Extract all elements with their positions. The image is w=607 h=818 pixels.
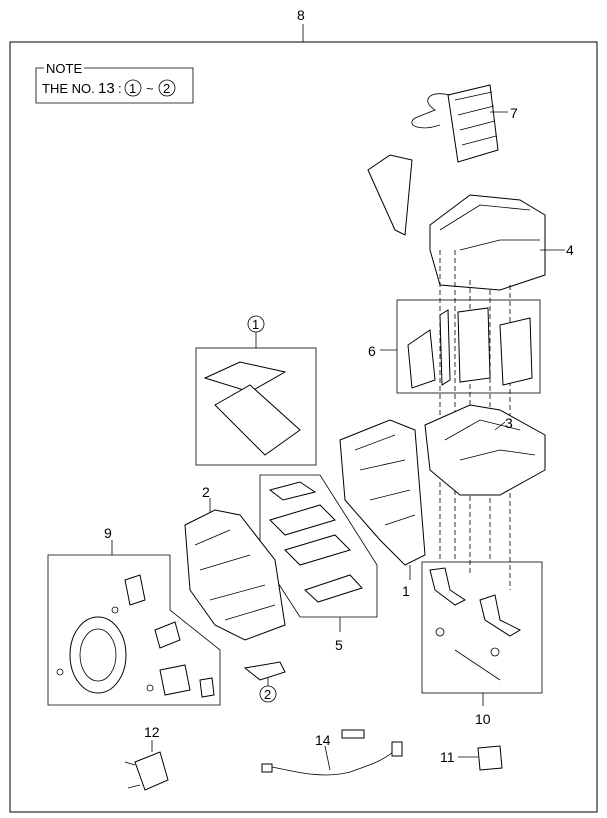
callout-5: 5 [335, 637, 343, 653]
note-title: NOTE [46, 61, 82, 76]
sensor-part: 11 [440, 745, 503, 771]
link-set-box [421, 561, 543, 694]
gasket-kit-part [203, 361, 301, 456]
note-box: NOTE THE NO. 13 : 1 ~ 2 [35, 61, 194, 104]
kit-2-part [243, 661, 286, 681]
right-case-part: 1 [339, 419, 426, 599]
assembly-frame [9, 41, 598, 813]
resistor-part: 12 [124, 724, 169, 791]
left-case-part: 2 [184, 484, 286, 641]
actuator-set-part [56, 574, 215, 698]
callout-4: 4 [566, 242, 574, 258]
callout-12: 12 [144, 724, 160, 740]
seal-set-part [407, 307, 533, 389]
callout-8: 8 [297, 7, 305, 23]
actuator-set-box [47, 554, 221, 706]
upper-case-part: 4 [367, 154, 574, 291]
callout-14: 14 [315, 732, 331, 748]
note-number: 13 [98, 80, 115, 97]
link-set-part [429, 567, 522, 681]
note-to: 2 [163, 81, 170, 96]
callout-7: 7 [510, 105, 518, 121]
callout-3: 3 [505, 415, 513, 431]
callout-1: 1 [402, 583, 410, 599]
callout-kit-2: 2 [264, 687, 271, 702]
harness-part: 14 [261, 729, 403, 776]
kit-1-box [195, 347, 317, 466]
svg-text::: : [118, 81, 122, 96]
lower-case-part: 3 [424, 404, 546, 496]
callout-6: 6 [368, 343, 376, 359]
note-from: 1 [129, 81, 136, 96]
evaporator-part: 7 [411, 84, 518, 163]
svg-text:~: ~ [146, 81, 154, 96]
seal-set-box [396, 299, 541, 394]
callout-2: 2 [202, 484, 210, 500]
callout-10: 10 [475, 711, 491, 727]
callout-11: 11 [440, 749, 455, 765]
callout-kit-1: 1 [252, 317, 259, 332]
filter-set-part [268, 481, 363, 603]
note-prefix: THE NO. [42, 81, 95, 96]
callout-9: 9 [104, 525, 112, 541]
